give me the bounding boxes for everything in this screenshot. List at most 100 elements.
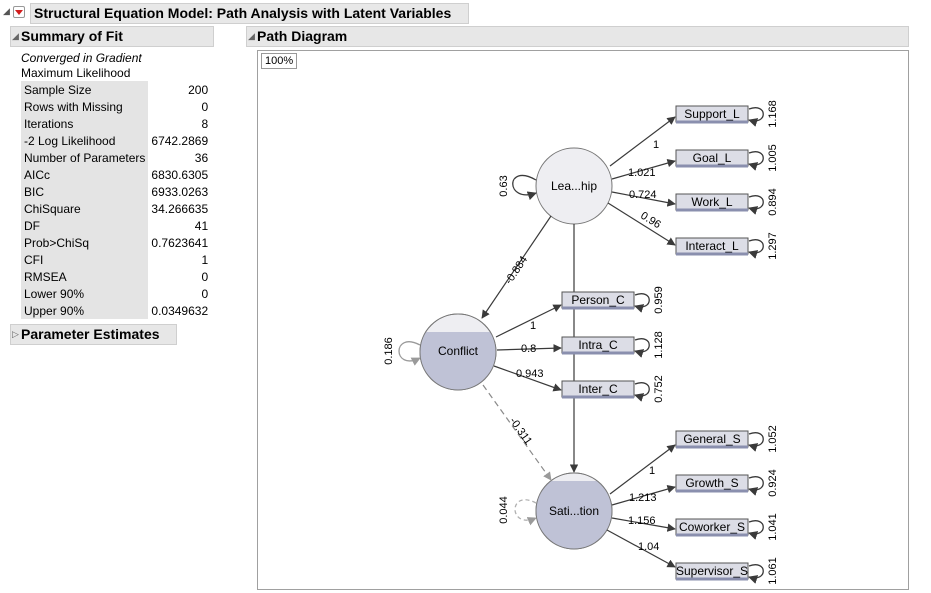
latent-conflict[interactable]: Conflict [419, 313, 497, 391]
loading-intra-label: 0.8 [521, 343, 536, 355]
loading-intra-arrow[interactable] [496, 344, 562, 353]
loading-interact-label: 0.96 [638, 210, 663, 232]
fit-stat-value: 200 [148, 81, 212, 98]
disclosure-closed-icon[interactable]: ▷ [12, 329, 19, 339]
residual-supervisor-loop[interactable] [748, 564, 764, 584]
latent-satisfaction[interactable]: Sati...tion [535, 472, 613, 550]
loading-support-arrow[interactable] [609, 116, 676, 167]
indicator-supervisor[interactable]: Supervisor_S [675, 562, 749, 581]
fit-stat-label: Sample Size [21, 81, 149, 98]
fit-stat-label: AICc [21, 166, 149, 183]
estimation-method: Maximum Likelihood [21, 66, 131, 80]
indicator-interact[interactable]: Interact_L [675, 237, 749, 256]
residual-intra-label: 1.128 [653, 331, 665, 359]
loading-inter-arrow[interactable] [493, 365, 562, 392]
summary-of-fit-header[interactable]: ◢ Summary of Fit [10, 26, 214, 47]
residual-coworker-loop[interactable] [748, 520, 764, 540]
fit-stat-value: 0.0349632 [148, 302, 212, 319]
parameter-estimates-title: Parameter Estimates [21, 326, 160, 342]
fit-row: Lower 90%0 [21, 285, 212, 302]
fit-stat-label: -2 Log Likelihood [21, 132, 149, 149]
parameter-estimates-header[interactable]: ▷ Parameter Estimates [10, 324, 177, 345]
path-conflict-satisfaction-label: -0.311 [507, 415, 534, 447]
path-diagram-header[interactable]: ◢ Path Diagram [246, 26, 909, 47]
residual-support-loop[interactable] [748, 107, 764, 127]
residual-labels: 1.168 1.005 0.894 1.297 0.959 1.128 0.75… [653, 100, 779, 585]
indicator-inter-label: Inter_C [578, 382, 618, 396]
loading-general-arrow[interactable] [609, 444, 676, 495]
loading-growth-arrow[interactable] [611, 485, 676, 506]
fit-stat-value: 6933.0263 [148, 183, 212, 200]
collapse-triangle-icon[interactable]: ◢ [3, 6, 10, 16]
residual-general-label: 1.052 [767, 425, 779, 453]
residual-growth-label: 0.924 [767, 469, 779, 497]
fit-stat-label: Upper 90% [21, 302, 149, 319]
disclosure-open-icon[interactable]: ◢ [248, 31, 255, 41]
fit-stat-value: 41 [148, 217, 212, 234]
fit-stat-label: ChiSquare [21, 200, 149, 217]
leadership-variance-loop[interactable] [512, 174, 537, 201]
fit-stat-label: Number of Parameters [21, 149, 149, 166]
zoom-level[interactable]: 100% [261, 53, 298, 69]
residual-general-loop[interactable] [748, 432, 764, 452]
loading-goal-arrow[interactable] [611, 159, 676, 180]
disclosure-open-icon[interactable]: ◢ [12, 31, 19, 41]
indicator-growth[interactable]: Growth_S [675, 474, 749, 493]
residual-interact-label: 1.297 [767, 232, 779, 260]
residual-person-loop[interactable] [634, 293, 650, 313]
fit-stat-value: 0.7623641 [148, 234, 212, 251]
fit-stat-value: 1 [148, 251, 212, 268]
residual-inter-loop[interactable] [634, 382, 650, 402]
indicator-support[interactable]: Support_L [675, 105, 749, 124]
satisfaction-variance-loop[interactable] [514, 499, 537, 526]
residual-growth-loop[interactable] [748, 476, 764, 496]
fit-stat-value: 0 [148, 98, 212, 115]
latent-leadership[interactable]: Lea...hip [535, 147, 613, 225]
fit-stat-label: DF [21, 217, 149, 234]
path-leadership-conflict[interactable] [481, 215, 552, 319]
residual-work-label: 0.894 [767, 188, 779, 216]
fit-stat-value: 0 [148, 268, 212, 285]
satisfaction-variance-label: 0.044 [498, 496, 510, 524]
indicator-person[interactable]: Person_C [561, 291, 635, 310]
indicator-intra[interactable]: Intra_C [561, 336, 635, 355]
red-triangle-menu-icon[interactable] [13, 6, 25, 18]
fit-stat-value: 34.266635 [148, 200, 212, 217]
fit-stat-value: 6742.2869 [148, 132, 212, 149]
residual-intra-loop[interactable] [634, 338, 650, 358]
fit-stat-value: 8 [148, 115, 212, 132]
loading-coworker-label: 1.156 [628, 515, 656, 527]
residual-interact-loop[interactable] [748, 239, 764, 259]
indicator-goal[interactable]: Goal_L [675, 149, 749, 168]
indicator-work[interactable]: Work_L [675, 193, 749, 212]
indicator-inter[interactable]: Inter_C [561, 380, 635, 399]
indicator-growth-label: Growth_S [685, 476, 738, 490]
indicator-general[interactable]: General_S [675, 430, 749, 449]
residual-goal-loop[interactable] [748, 151, 764, 171]
fit-stat-value: 36 [148, 149, 212, 166]
report-title-bar: ◢ Structural Equation Model: Path Analys… [0, 0, 931, 24]
conflict-variance-loop[interactable] [398, 341, 421, 366]
loading-interact-arrow[interactable] [607, 202, 676, 246]
loading-work-arrow[interactable] [611, 191, 676, 207]
loading-work-label: 0.724 [629, 189, 657, 201]
loading-supervisor-arrow[interactable] [606, 529, 676, 568]
residual-work-loop[interactable] [748, 195, 764, 215]
loading-support-label: 1 [653, 139, 659, 151]
loading-person-arrow[interactable] [495, 304, 562, 338]
residual-supervisor-label: 1.061 [767, 557, 779, 585]
indicator-coworker[interactable]: Coworker_S [675, 518, 749, 537]
loading-coworker-arrow[interactable] [611, 517, 676, 532]
indicator-supervisor-label: Supervisor_S [676, 564, 748, 578]
leadership-loadings: 1 1.021 0.724 0.96 [607, 116, 676, 246]
